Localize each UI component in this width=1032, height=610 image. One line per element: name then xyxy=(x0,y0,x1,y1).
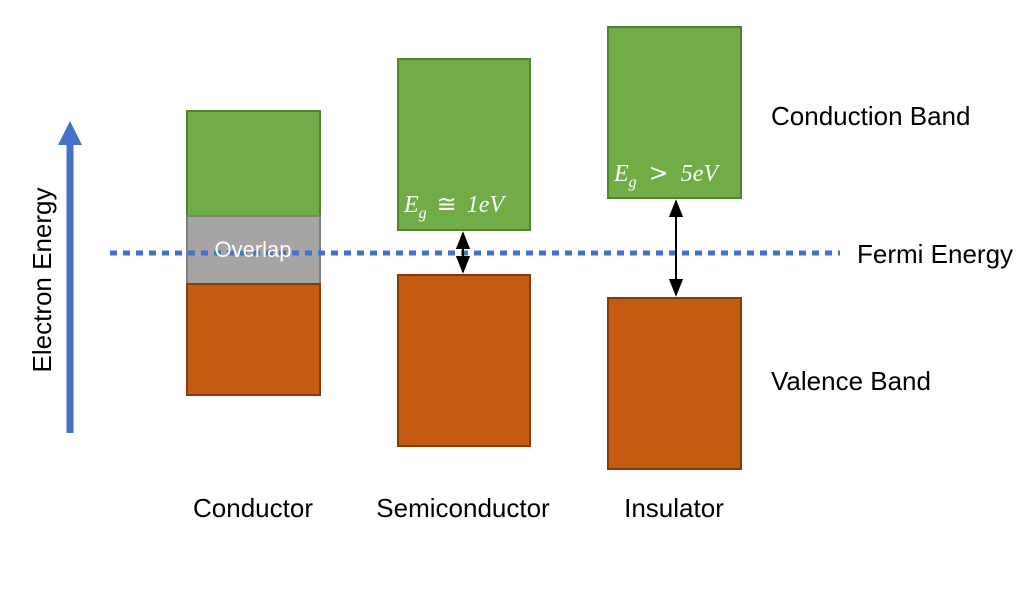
valence-band-label: Valence Band xyxy=(771,366,931,396)
conductor-label: Conductor xyxy=(193,493,313,523)
conductor-conduction-band xyxy=(186,110,321,217)
semiconductor-label: Semiconductor xyxy=(376,493,550,523)
fermi-level-label: Fermi Energy xyxy=(857,239,1013,269)
conduction-band-label: Conduction Band xyxy=(771,101,970,131)
semiconductor-conduction-band xyxy=(397,58,531,231)
semiconductor-column xyxy=(397,58,531,447)
insulator-gap-equation: Eg>5eV xyxy=(613,159,720,191)
insulator-conduction-band xyxy=(607,26,742,199)
overlap-label: Overlap xyxy=(214,237,291,262)
energy-axis-arrowhead xyxy=(58,121,82,145)
semiconductor-valence-band xyxy=(397,274,531,447)
insulator-label: Insulator xyxy=(624,493,724,523)
energy-axis-label: Electron Energy xyxy=(27,188,57,373)
conductor-overlap-region xyxy=(186,215,321,285)
conductor-column xyxy=(186,110,321,396)
conductor-valence-band xyxy=(186,283,321,396)
energy-axis: Electron Energy xyxy=(27,121,82,433)
insulator-column xyxy=(607,26,742,470)
insulator-valence-band xyxy=(607,297,742,470)
semiconductor-gap-equation: Eg≅1eV xyxy=(403,190,506,222)
